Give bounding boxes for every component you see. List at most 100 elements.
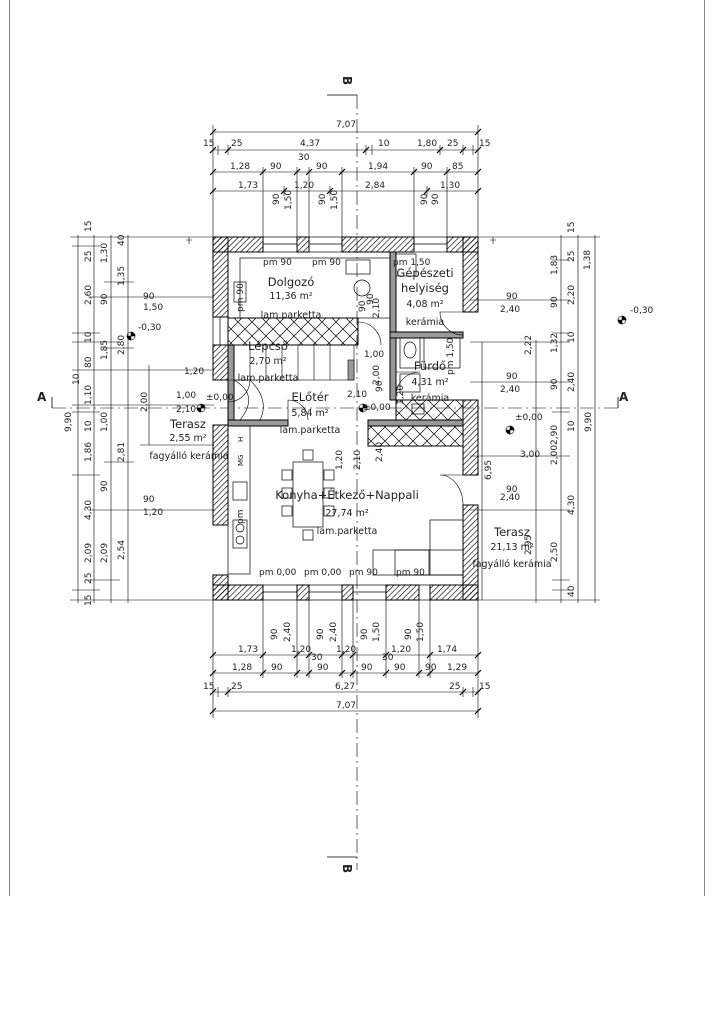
dim-text: 90 [425, 663, 437, 673]
dim-text: 1,30 [100, 242, 110, 263]
dim-text: 90 [270, 162, 282, 172]
room-name-terasz-left: Terasz [170, 417, 206, 431]
room-floor-dolgozo: lam.parketta [260, 310, 322, 321]
dim-text: 80 [84, 356, 94, 368]
dim-text: 1,28 [232, 663, 253, 673]
dim-text: pm 90 [396, 568, 425, 578]
dim-text: 10 [84, 420, 94, 432]
dim-text: 2,22 [524, 334, 534, 355]
dim-text: 25 [447, 139, 459, 149]
dim-text: 1,73 [238, 181, 259, 191]
room-floor-terasz-right: fagyálló kerámia [472, 559, 552, 570]
room-name-gepeszeti-1: Gépészeti [396, 266, 454, 280]
room-area-lepcso: 2,70 m² [249, 356, 287, 367]
dim-text: 2,80 [117, 334, 127, 355]
dim-text: 1,20 [291, 645, 312, 655]
level-label: -0,30 [138, 323, 162, 333]
dim-text: 30 [311, 653, 323, 663]
dim-text: 1,20 [336, 645, 357, 655]
dim-text: 2,54 [117, 539, 127, 560]
dim-text: 2,40 [500, 493, 521, 503]
dim-text: 2,10 [176, 405, 197, 415]
appliance-label-h: H [237, 436, 245, 442]
dim-text: 1,20 [294, 181, 315, 191]
right-dimensions [470, 235, 600, 603]
dim-text: 30 [298, 153, 310, 163]
staircase [233, 344, 355, 421]
room-floor-eloter: lam.parketta [279, 425, 341, 436]
dim-text: 2,40 [283, 621, 293, 642]
dim-text: 2,40 [500, 385, 521, 395]
room-area-gepeszeti: 4,08 m² [406, 299, 444, 310]
section-label-b-top: B [340, 76, 354, 86]
dim-text: pm 0,00 [304, 568, 342, 578]
dim-text: 90 [143, 495, 155, 505]
dim-text: 2,40 [329, 621, 339, 642]
dim-text: 90 [404, 628, 414, 640]
room-floor-lepcso: lam.parketta [237, 373, 299, 384]
room-name-furdo: Fürdő [413, 359, 447, 373]
room-area-furdo: 4,31 m² [411, 377, 449, 388]
dim-text: 15 [479, 139, 491, 149]
dim-text: 15 [84, 220, 94, 232]
dim-text: 2,20 [567, 284, 577, 305]
dim-text: 90 [394, 663, 406, 673]
sheet-frame-left [0, 0, 10, 896]
dim-text: 2,10 [353, 449, 363, 470]
dim-text: 4,37 [300, 139, 321, 149]
dim-text: 15 [479, 682, 491, 692]
dim-text: 2,84 [365, 181, 386, 191]
room-name-lepcso: Lépcső [248, 339, 288, 353]
room-floor-furdo: kerámia [410, 393, 450, 404]
dim-text: 90 [100, 293, 110, 305]
section-label-a-right: A [619, 390, 629, 404]
dim-text: 1,10 [84, 384, 94, 405]
dim-text: 1,20 [335, 449, 345, 470]
dim-text: 1,50 [143, 303, 164, 313]
dim-text: 25 [84, 572, 94, 584]
bottom-dimensions [212, 600, 479, 718]
dim-text: 30 [382, 653, 394, 663]
section-label-a-left: A [37, 390, 47, 404]
dim-text: 1,85 [100, 339, 110, 360]
dim-text: 40 [117, 234, 127, 246]
dim-text: 90 [550, 296, 560, 308]
dim-text: 15 [203, 139, 215, 149]
dim-text: 90 [421, 162, 433, 172]
dim-text: 10 [72, 373, 82, 385]
room-name-gepeszeti-2: helyiség [401, 281, 449, 295]
dim-text: 2,00 [550, 444, 560, 465]
dim-text: 6,27 [335, 682, 356, 692]
dim-text: 25 [567, 250, 577, 262]
top-dimensions [212, 125, 479, 240]
room-name-eloter: ELőtér [291, 390, 329, 404]
dim-text: 1,30 [440, 181, 461, 191]
dim-text: 90 [506, 485, 518, 495]
level-label: ±0,00 [206, 393, 234, 403]
dim-text: 90 [506, 372, 518, 382]
sheet-frame-right [704, 0, 705, 896]
dim-text: 2,09 [84, 542, 94, 563]
dim-text: 2,10 [347, 390, 368, 400]
dim-text: 2,00 [372, 364, 382, 385]
dim-text: 2,00 [140, 391, 150, 412]
dim-text: 9,90 [64, 411, 74, 432]
dim-text: 1,50 [416, 621, 426, 642]
dim-text: 1,00 [176, 391, 197, 401]
level-label: ±0,00 [515, 413, 543, 423]
room-area-konyha: 27,74 m² [325, 508, 369, 519]
dim-text: 90 [316, 162, 328, 172]
dim-text: 1,80 [417, 139, 438, 149]
exterior-walls [212, 236, 479, 601]
dim-bottom-total: 7,07 [336, 701, 357, 711]
dim-text: 1,00 [100, 411, 110, 432]
dim-text: 25 [84, 250, 94, 262]
dim-text: 25 [231, 682, 243, 692]
dim-text: pm 90 [349, 568, 378, 578]
dim-text: pm 0,00 [259, 568, 297, 578]
dim-text: pm 90 [263, 258, 292, 268]
dim-text: 90 [360, 628, 370, 640]
dim-text: 15 [567, 221, 577, 233]
level-markers [126, 315, 627, 435]
